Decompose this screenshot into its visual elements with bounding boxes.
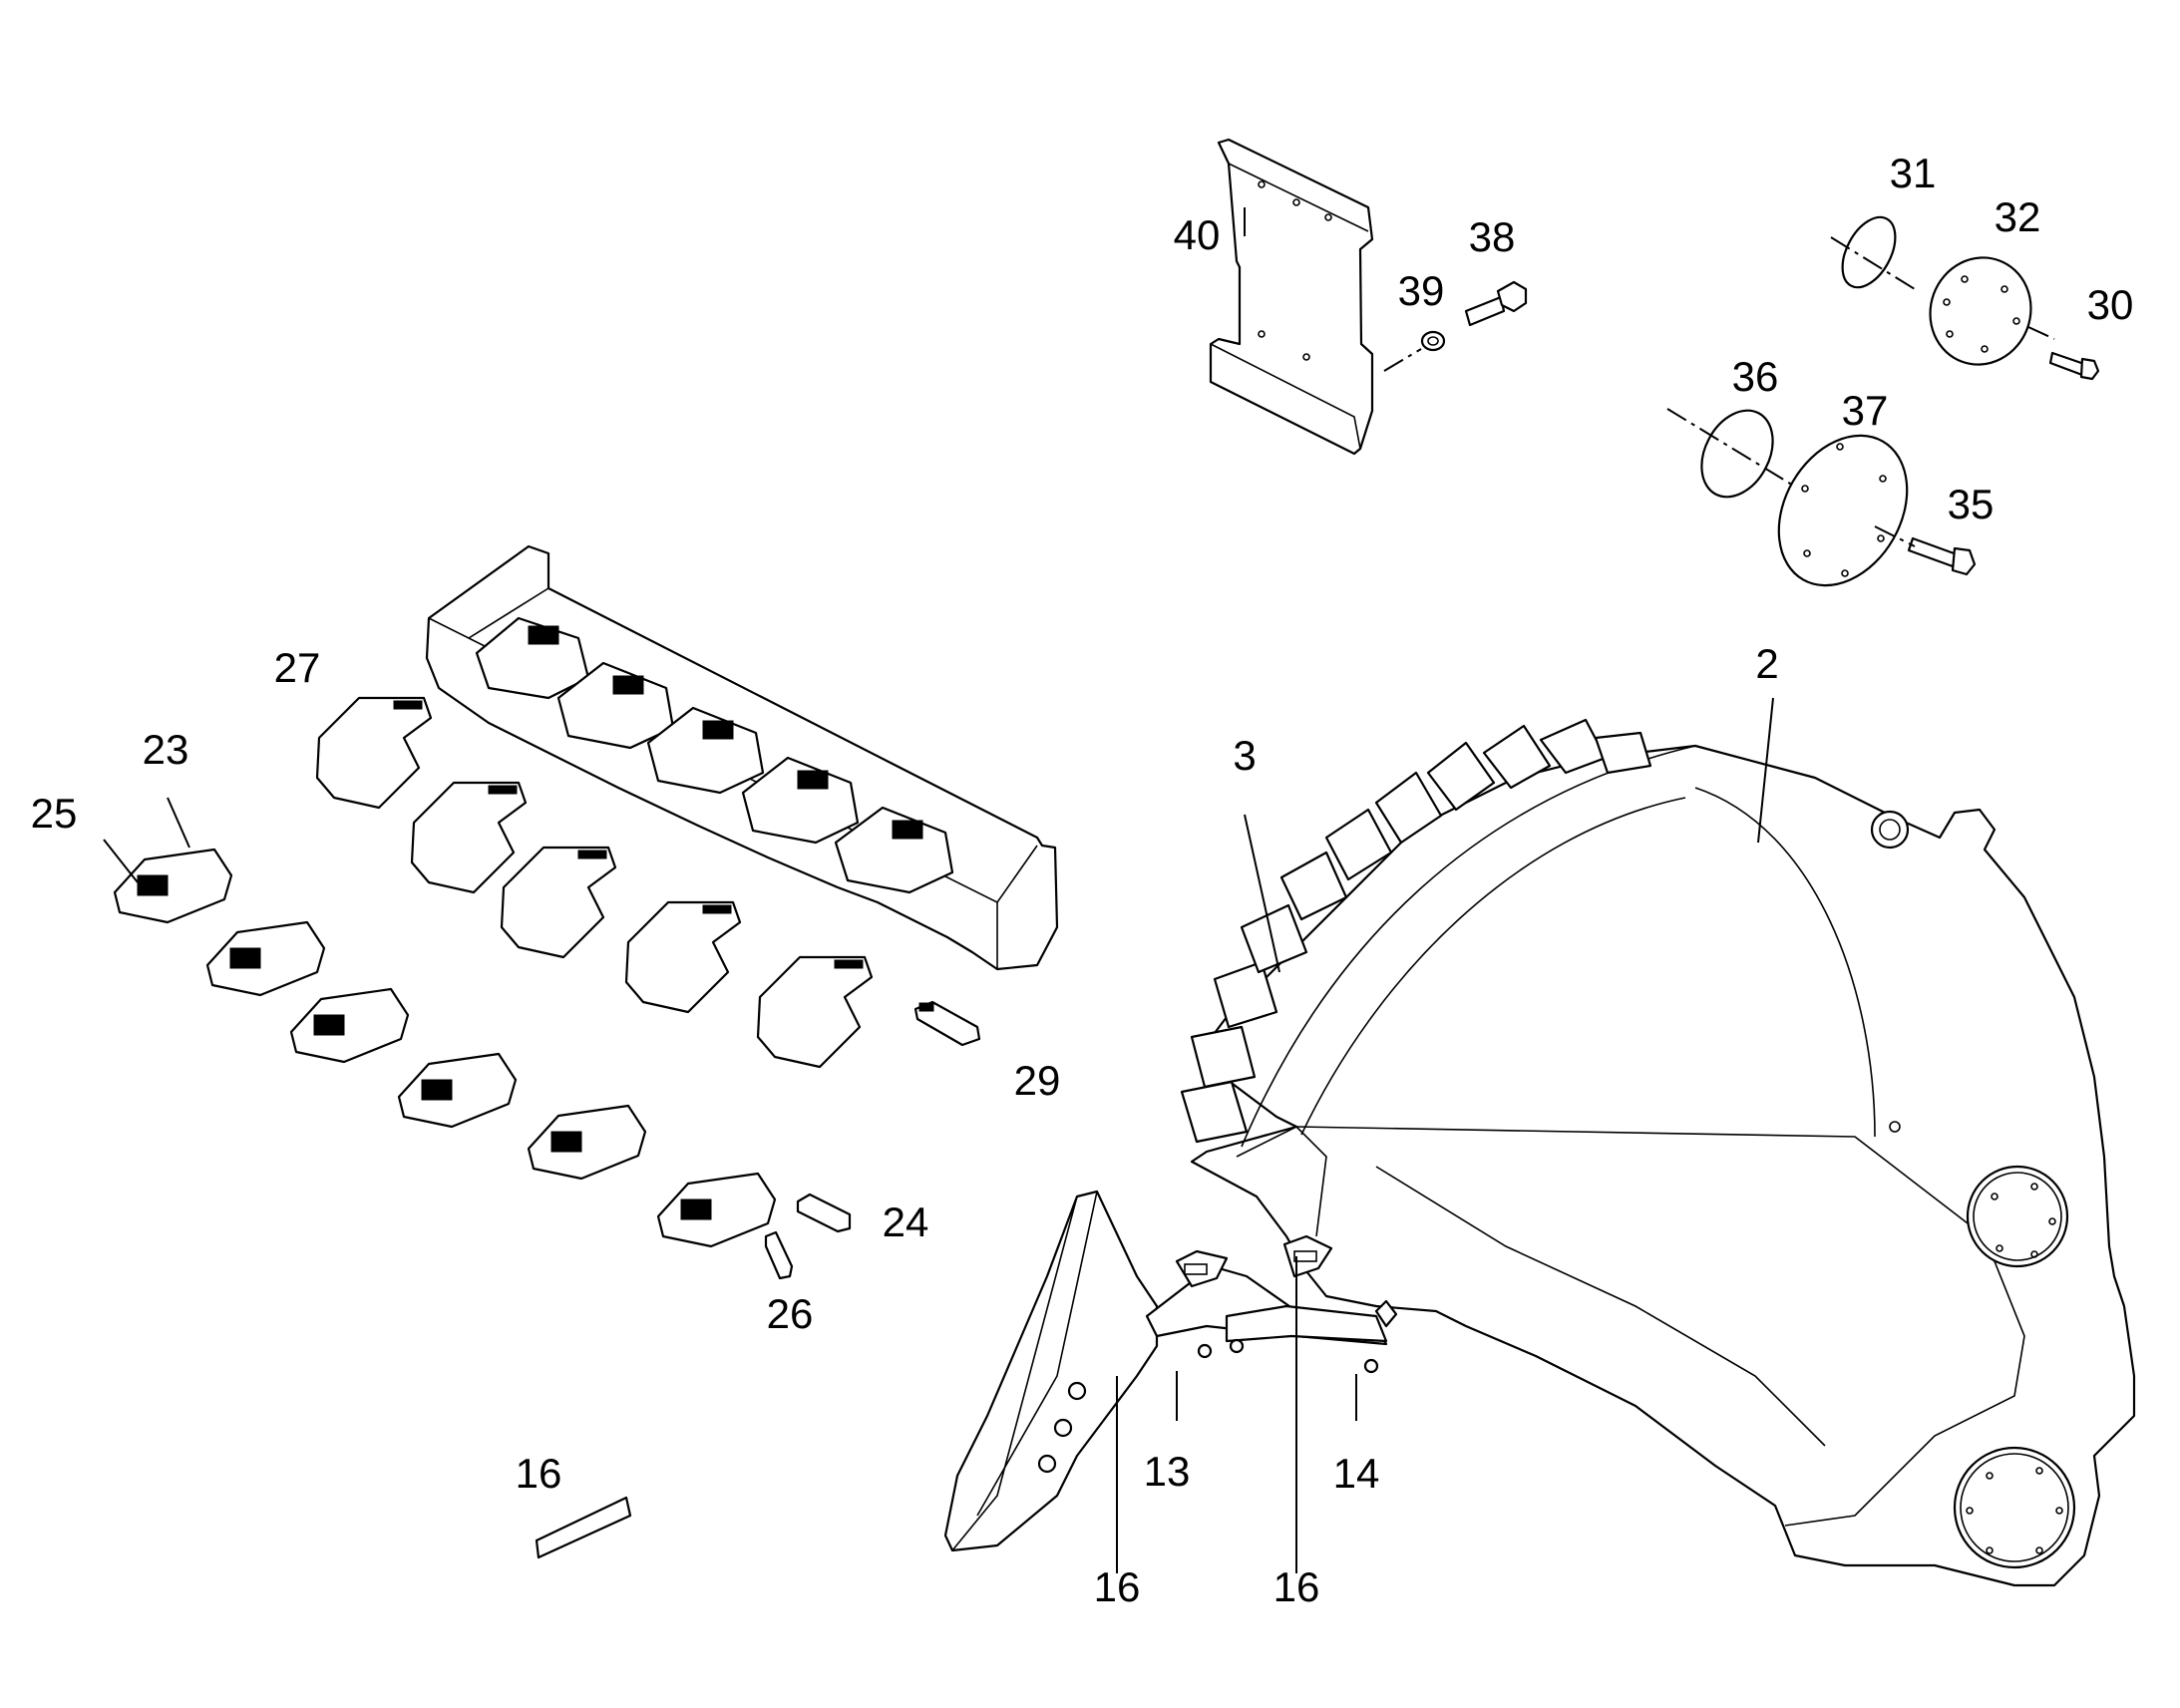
callout-29: 29 [1014,1057,1061,1104]
pin-24 [796,1193,852,1233]
lug-upper [1966,1165,2069,1268]
adapter-lip-assembly [425,544,1059,971]
bolt-38 [1464,280,1528,327]
callout-16-left: 16 [1094,1563,1141,1610]
wear-strip-16-loose [535,1496,632,1559]
pin-26 [764,1230,794,1280]
callout-3: 3 [1233,732,1256,779]
callout-37: 37 [1842,387,1889,434]
bolt-30 [2048,351,2100,381]
callout-labels: 40 38 39 31 32 30 36 37 35 27 23 25 2 3 … [31,150,2134,1610]
callout-23: 23 [143,726,189,773]
callout-32: 32 [1995,193,2041,240]
callout-25: 25 [31,790,78,837]
cover-plate-32 [1929,256,2032,366]
callout-16-right: 16 [1273,1563,1320,1610]
callout-26: 26 [767,1290,814,1337]
part-29 [913,1000,981,1047]
tip-covers-27 [315,696,874,1069]
lug-lower [1953,1446,2076,1569]
callout-13: 13 [1144,1448,1191,1495]
side-cutter [943,1190,1159,1552]
callout-2: 2 [1755,640,1778,687]
washer-39 [1420,330,1446,352]
callout-14: 14 [1333,1450,1380,1497]
callout-38: 38 [1469,213,1516,260]
callout-24: 24 [883,1198,929,1245]
teeth-segments-3 [1180,718,1652,1144]
leader-lines [103,207,1774,1573]
o-ring-31 [1841,215,1897,289]
callout-35: 35 [1948,481,1995,527]
adapter-noses [475,616,954,894]
callout-16-loose: 16 [516,1450,562,1497]
bucket-body-2 [943,718,2136,1587]
callout-27: 27 [274,644,321,691]
callout-30: 30 [2087,281,2134,328]
cover-plate-37 [1777,434,1909,587]
callout-31: 31 [1890,150,1937,196]
callout-40: 40 [1174,211,1221,258]
base-edge-13-14 [1145,1234,1398,1374]
adapters-23 [113,848,777,1248]
wear-plate-40 [1209,138,1374,456]
o-ring-36 [1700,409,1774,499]
callout-36: 36 [1732,353,1779,400]
callout-39: 39 [1398,267,1445,314]
bolt-35 [1907,536,1977,576]
